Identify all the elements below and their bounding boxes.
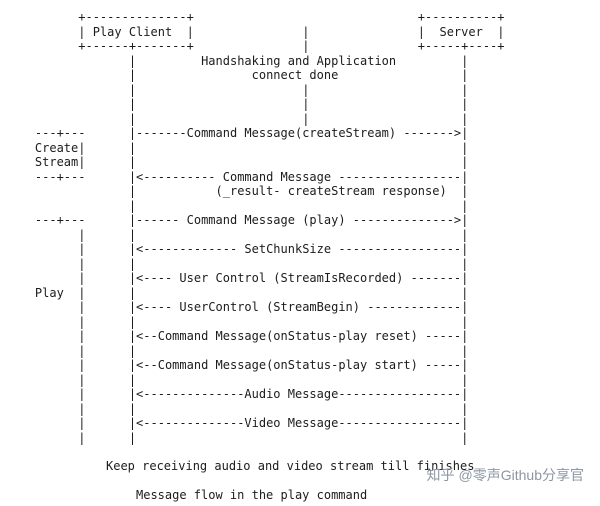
watermark: 知乎@零声Github分享官 — [427, 465, 584, 485]
sequence-diagram-ascii: +--------------+ +----------+ | Play Cli… — [34, 10, 505, 445]
diagram-title: Message flow in the play command — [136, 487, 368, 502]
caption-keep-receiving: Keep receiving audio and video stream ti… — [106, 459, 475, 473]
zhihu-brand-text: 知乎 — [426, 467, 455, 483]
watermark-author: @零声Github分享官 — [458, 467, 584, 483]
